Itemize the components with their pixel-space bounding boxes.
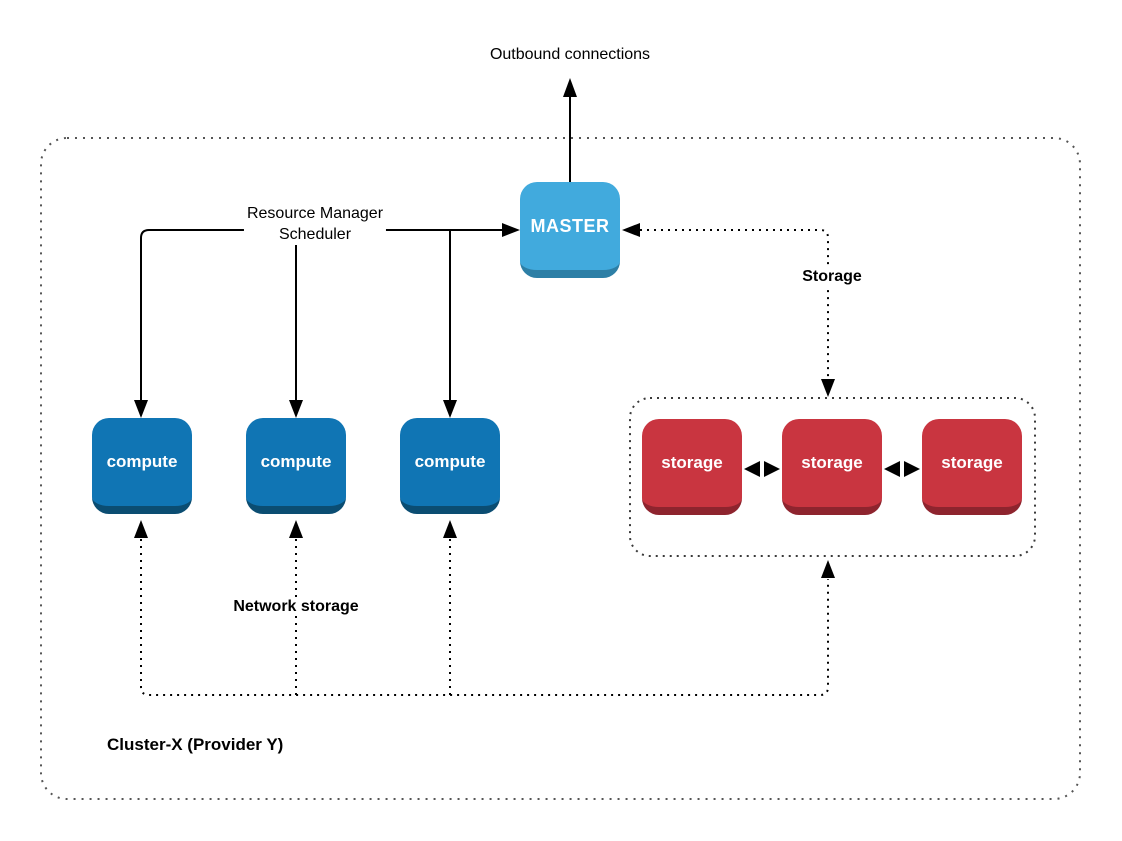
compute-node-3[interactable]: compute [400,418,500,514]
double-arrow-storage2-storage3-right [904,461,920,477]
compute-node-label: compute [260,452,332,471]
arrowhead-up-compute2 [289,520,303,538]
arrowhead-down-compute3 [443,400,457,418]
arrowhead-down-compute2 [289,400,303,418]
compute-node-label: compute [414,452,486,471]
storage-group-boundary [629,397,1036,557]
storage-node-1[interactable]: storage [642,419,742,515]
cluster-title-label: Cluster-X (Provider Y) [107,735,284,754]
edge-scheduler-to-compute1-and-master [140,229,502,400]
cluster-boundary [40,137,1081,800]
arrowhead-up-outbound [563,78,577,97]
compute-node-label: compute [106,452,178,471]
arrowhead-down-storage-group [821,379,835,397]
master-node-label: MASTER [530,215,610,236]
storage-node-label: storage [801,453,863,472]
arrowhead-up-compute3 [443,520,457,538]
resource-manager-scheduler-label: Resource Manager Scheduler [243,203,387,245]
arrowhead-left-master [622,223,640,237]
storage-node-2[interactable]: storage [782,419,882,515]
edge-network-storage-bus [140,539,829,696]
network-storage-edge-label: Network storage [229,598,363,616]
compute-node-1[interactable]: compute [92,418,192,514]
outbound-connections-label: Outbound connections [489,46,651,63]
double-arrow-storage2-storage3-left [884,461,900,477]
arrowhead-right-master [502,223,520,237]
storage-node-label: storage [661,453,723,472]
master-node[interactable]: MASTER [520,182,620,278]
arrowhead-down-compute1 [134,400,148,418]
storage-node-label: storage [941,453,1003,472]
resource-manager-label-line2: Scheduler [278,226,352,243]
double-arrow-storage1-storage2-left [744,461,760,477]
double-arrow-storage1-storage2-right [764,461,780,477]
storage-edge-label: Storage [798,268,866,286]
arrowhead-up-compute1 [134,520,148,538]
arrowhead-up-storage-group [821,560,835,578]
storage-node-3[interactable]: storage [922,419,1022,515]
resource-manager-label-line1: Resource Manager [246,205,384,222]
edge-storage-group-to-master [640,229,829,379]
compute-node-2[interactable]: compute [246,418,346,514]
